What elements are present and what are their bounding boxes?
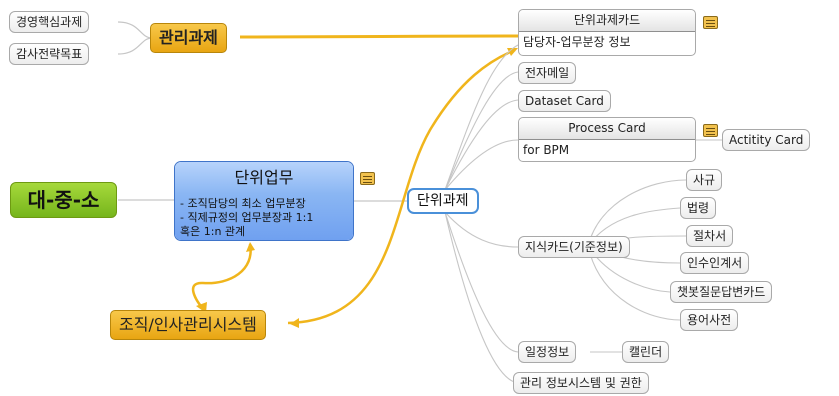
knowledge-item-rules[interactable]: 사규	[686, 169, 723, 191]
unit-work-note-icon[interactable]	[360, 172, 375, 185]
unit-task-fan	[444, 44, 722, 384]
email-node[interactable]: 전자메일	[518, 62, 577, 84]
org-system-node[interactable]: 조직/인사관리시스템	[110, 310, 266, 340]
knowledge-item-chatbot[interactable]: 챗봇질문답변카드	[670, 281, 773, 303]
unit-task-card-node[interactable]: 단위과제카드 담당자-업무분장 정보	[518, 9, 696, 56]
knowledge-item-laws[interactable]: 법령	[680, 197, 717, 219]
process-card-body: for BPM	[523, 143, 570, 157]
knowledge-card-node[interactable]: 지식카드(기준정보)	[518, 236, 630, 258]
unit-task-card-note-icon[interactable]	[703, 16, 718, 29]
mgmt-system-node[interactable]: 관리 정보시스템 및 권한	[513, 372, 649, 394]
unit-work-title: 단위업무	[175, 162, 353, 194]
activity-card-node[interactable]: Actitity Card	[722, 129, 811, 151]
unit-task-card-title: 단위과제카드	[519, 10, 695, 32]
hierarchy-node[interactable]: 대-중-소	[10, 182, 117, 218]
knowledge-item-handover[interactable]: 인수인계서	[680, 252, 750, 274]
link-audit-to-managed	[117, 37, 153, 55]
unit-work-line1: - 조직담당의 최소 업무분장	[180, 197, 306, 210]
managed-tasks-node[interactable]: 관리과제	[150, 23, 227, 53]
audit-goals-node[interactable]: 감사전략목표	[9, 43, 90, 65]
unit-task-node[interactable]: 단위과제	[407, 188, 479, 214]
unit-work-node[interactable]: 단위업무 - 조직담당의 최소 업무분장 - 직제규정의 업무분장과 1:1 혹…	[174, 161, 354, 241]
calendar-node[interactable]: 캘린더	[622, 341, 670, 363]
link-orgsystem-card	[287, 48, 516, 325]
link-core-to-managed	[117, 21, 153, 39]
unit-task-card-body: 담당자-업무분장 정보	[523, 35, 631, 49]
process-card-node[interactable]: Process Card for BPM	[518, 117, 696, 162]
process-card-title: Process Card	[519, 118, 695, 140]
core-tasks-node[interactable]: 경영핵심과제	[9, 11, 90, 33]
unit-work-line2: - 직제규정의 업무분장과 1:1	[180, 211, 314, 224]
knowledge-item-procedures[interactable]: 절차서	[686, 225, 734, 247]
unit-work-desc: - 조직담당의 최소 업무분장 - 직제규정의 업무분장과 1:1 혹은 1:n…	[175, 194, 353, 240]
link-managed-to-card	[239, 34, 519, 39]
unit-work-line3: 혹은 1:n 관계	[180, 225, 246, 238]
schedule-node[interactable]: 일정정보	[518, 341, 577, 363]
knowledge-item-glossary[interactable]: 용어사전	[680, 309, 739, 331]
link-unitwork-orgsystem	[191, 243, 252, 312]
dataset-card-node[interactable]: Dataset Card	[518, 90, 611, 112]
process-card-note-icon[interactable]	[703, 124, 718, 137]
